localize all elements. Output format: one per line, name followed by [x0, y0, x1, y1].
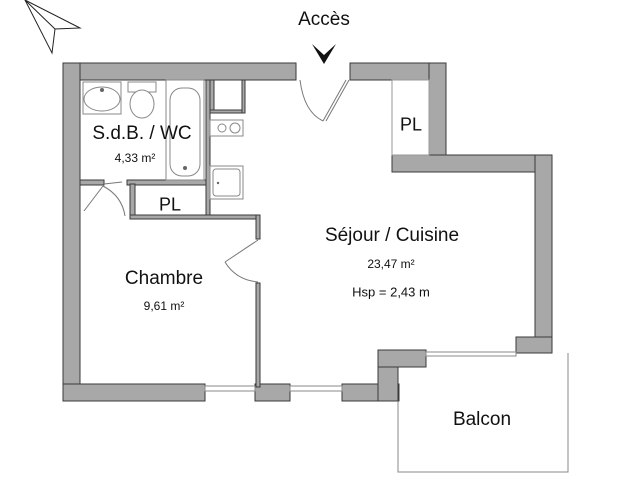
- room-name-balcon: Balcon: [452, 409, 512, 430]
- windows: [204, 351, 517, 392]
- room-area-sejour: 23,47 m²: [367, 257, 415, 271]
- bathroom-fixtures: [82, 79, 205, 181]
- entrance-arrow-icon: [312, 44, 336, 64]
- balcony-outline: [397, 353, 569, 473]
- room-name-chambre: Chambre: [124, 268, 204, 289]
- kitchen-fixtures: [209, 119, 244, 200]
- room-name-sejour: Séjour / Cuisine: [324, 225, 460, 246]
- room-name-sdb: S.d.B. / WC: [92, 123, 192, 144]
- entrance-label: Accès: [298, 9, 350, 30]
- closet-label-living: PL: [399, 114, 423, 135]
- ceiling-height: Hsp = 2,43 m: [352, 284, 430, 300]
- closet-label-bedroom: PL: [158, 194, 182, 215]
- room-area-sdb: 4,33 m²: [114, 151, 156, 165]
- doors: [83, 79, 350, 283]
- room-area-chambre: 9,61 m²: [143, 299, 185, 313]
- north-arrow-icon: [24, 0, 82, 55]
- exterior-walls: [62, 62, 553, 402]
